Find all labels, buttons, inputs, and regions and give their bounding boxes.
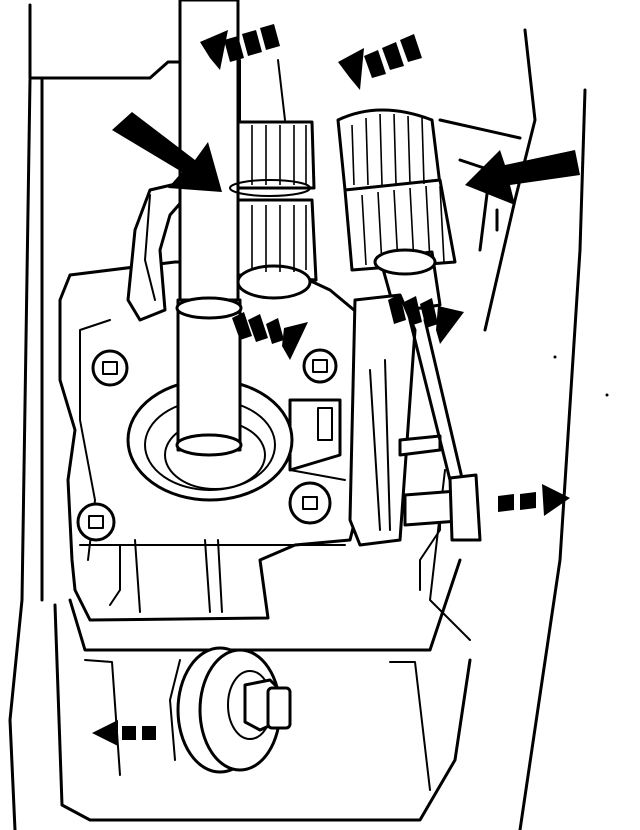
bolt-lower-left: [76, 502, 116, 542]
solid-arrow-left: [112, 112, 222, 192]
right-gear-sleeve: [336, 108, 457, 314]
dashed-arrow-cable-end: [498, 484, 570, 516]
dashed-arrow-top-center: [338, 34, 422, 90]
housing-frame: [8, 3, 587, 830]
dashed-arrow-top-left: [200, 24, 280, 70]
pulley: [169, 646, 292, 774]
dashed-arrow-bottom-left: [92, 720, 156, 746]
left-gear-sleeve: [229, 120, 318, 300]
speck-mark: [553, 355, 557, 359]
bolt-upper-left: [91, 349, 129, 387]
solid-arrow-right: [465, 150, 580, 205]
speck-mark: [605, 393, 609, 397]
bolt-upper-right: [302, 348, 338, 384]
dashed-arrow-lever: [388, 294, 464, 344]
dashed-arrow-shaft-collar: [232, 312, 308, 360]
bolt-heads: [76, 348, 338, 542]
selector-lever: [348, 293, 482, 547]
bolt-lower-right: [288, 481, 332, 525]
